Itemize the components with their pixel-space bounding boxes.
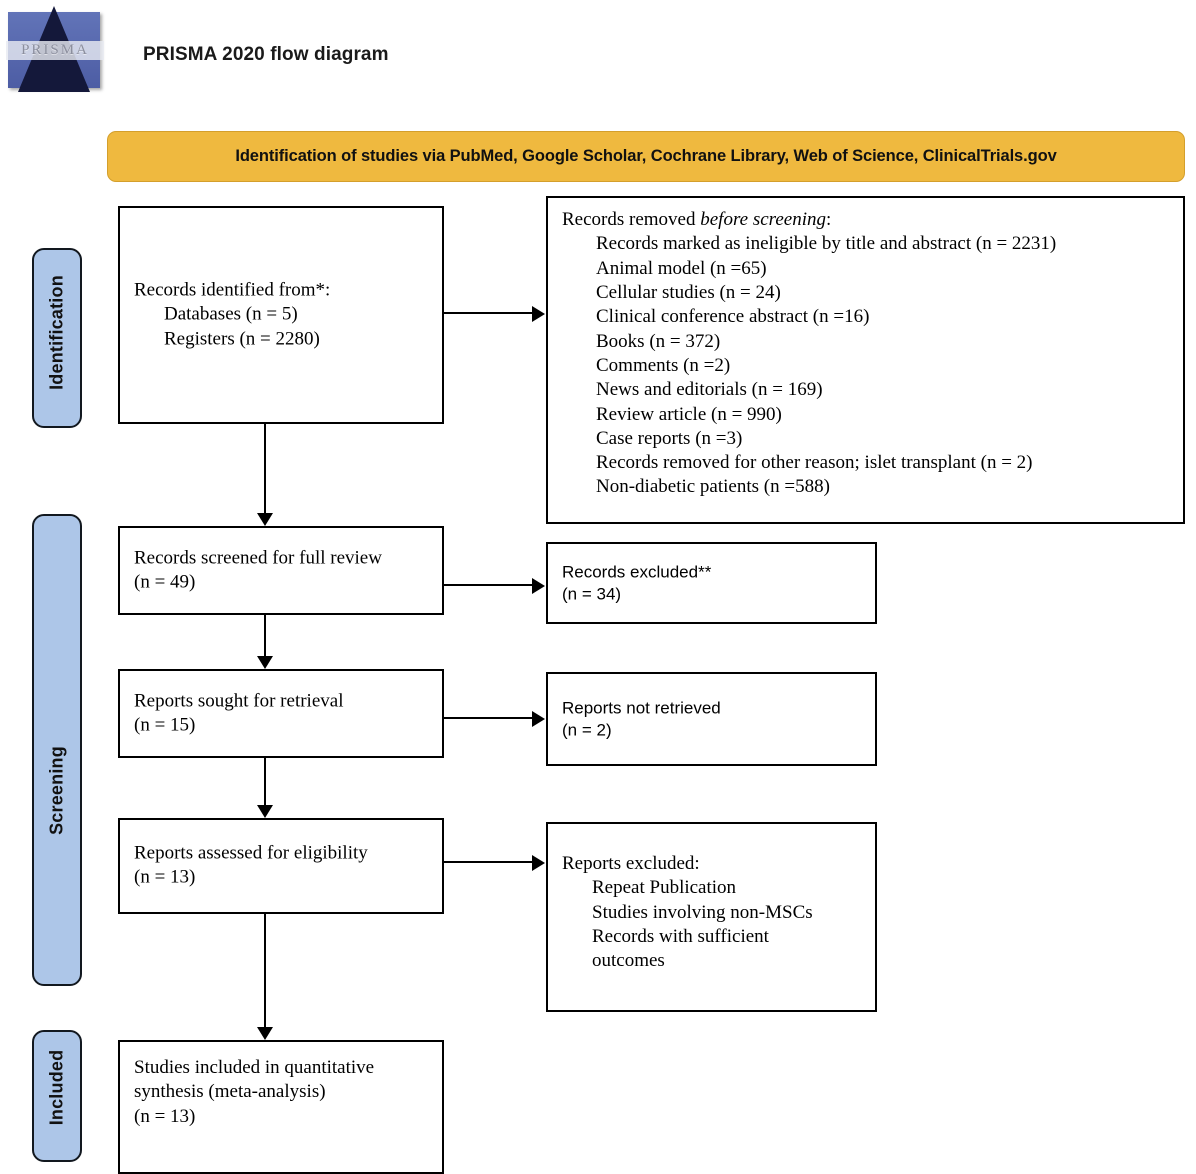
studies-included-line1: Studies included in quantitative: [134, 1057, 375, 1078]
reports-excluded-heading: Reports excluded:: [562, 853, 700, 874]
arrow-down-icon: [257, 656, 273, 669]
records-identified-item: Databases (n = 5): [164, 303, 298, 325]
reports-not-retrieved-line1: Reports not retrieved: [562, 698, 721, 718]
arrow-right-icon: [532, 306, 545, 322]
box-records-screened: Records screened for full review (n = 49…: [118, 526, 444, 615]
arrow-right-icon: [532, 855, 545, 871]
studies-included-line3: (n = 13): [134, 1105, 196, 1127]
connector-assessed-to-included: [264, 914, 266, 1027]
records-removed-item: Review article (n = 990): [596, 403, 782, 425]
reports-excluded-item: Records with sufficient: [592, 925, 769, 947]
arrow-down-icon: [257, 1027, 273, 1040]
records-identified-item: Registers (n = 2280): [164, 328, 320, 350]
box-records-excluded: Records excluded** (n = 34): [546, 542, 877, 624]
page-title: PRISMA 2020 flow diagram: [143, 44, 389, 65]
connector-sought-to-assessed: [264, 758, 266, 805]
records-excluded-line1: Records excluded**: [562, 562, 712, 582]
records-removed-heading: Records removed before screening:: [562, 209, 831, 230]
stage-pill-identification-label: Identification: [46, 275, 67, 390]
records-removed-item: Cellular studies (n = 24): [596, 281, 781, 303]
reports-not-retrieved-line2: (n = 2): [562, 720, 612, 739]
identification-banner: Identification of studies via PubMed, Go…: [107, 131, 1185, 182]
records-removed-item: News and editorials (n = 169): [596, 379, 823, 401]
arrow-down-icon: [257, 513, 273, 526]
records-removed-item: Books (n = 372): [596, 330, 721, 352]
stage-pill-included-label: Included: [46, 1049, 67, 1126]
records-screened-line2: (n = 49): [134, 571, 196, 593]
connector-identified-to-removed: [444, 312, 534, 314]
records-removed-item: Comments (n =2): [596, 354, 731, 376]
records-removed-heading-italic: before screening: [700, 209, 826, 230]
box-reports-assessed-for-eligibility: Reports assessed for eligibility (n = 13…: [118, 818, 444, 914]
reports-assessed-line1: Reports assessed for eligibility: [134, 842, 368, 864]
connector-sought-to-notretrieved: [444, 717, 534, 719]
connector-screened-to-sought: [264, 615, 266, 656]
connector-screened-to-excluded: [444, 584, 534, 586]
reports-excluded-item: Studies involving non-MSCs: [592, 901, 813, 923]
records-removed-item: Clinical conference abstract (n =16): [596, 306, 870, 328]
connector-identified-to-screened: [264, 424, 266, 513]
records-removed-item: Non-diabetic patients (n =588): [596, 476, 830, 498]
reports-excluded-item: Repeat Publication: [592, 877, 737, 899]
stage-pill-identification: Identification: [32, 248, 82, 428]
records-removed-heading-post: :: [825, 209, 832, 230]
records-excluded-line2: (n = 34): [562, 584, 622, 603]
stage-pill-screening: Screening: [32, 514, 82, 986]
reports-sought-line2: (n = 15): [134, 714, 196, 736]
stage-pill-included: Included: [32, 1030, 82, 1162]
stage-pill-screening-label: Screening: [46, 746, 67, 835]
prisma-logo: PRISMA: [6, 6, 104, 92]
logo-band-shape: [6, 41, 104, 60]
records-removed-item: Records marked as ineligible by title an…: [596, 233, 1057, 255]
box-records-removed-before-screening: Records removed before screening: Record…: [546, 196, 1185, 524]
box-reports-excluded: Reports excluded: Repeat Publication Stu…: [546, 822, 877, 1012]
records-removed-item: Records removed for other reason; islet …: [596, 452, 1033, 474]
box-studies-included: Studies included in quantitative synthes…: [118, 1040, 444, 1174]
reports-sought-line1: Reports sought for retrieval: [134, 690, 344, 712]
records-removed-item: Case reports (n =3): [596, 427, 743, 449]
box-reports-sought-for-retrieval: Reports sought for retrieval (n = 15): [118, 669, 444, 758]
logo-wordmark: PRISMA: [21, 42, 89, 58]
arrow-right-icon: [532, 711, 545, 727]
records-removed-item: Animal model (n =65): [596, 257, 767, 279]
arrow-right-icon: [532, 578, 545, 594]
reports-assessed-line2: (n = 13): [134, 867, 196, 888]
records-screened-line1: Records screened for full review: [134, 547, 382, 569]
box-records-identified: Records identified from*: Databases (n =…: [118, 206, 444, 424]
records-identified-heading: Records identified from*:: [134, 279, 331, 301]
records-removed-heading-pre: Records removed: [562, 209, 701, 230]
studies-included-line2: synthesis (meta-analysis): [134, 1081, 326, 1103]
reports-excluded-item: outcomes: [592, 950, 665, 972]
arrow-down-icon: [257, 805, 273, 818]
box-reports-not-retrieved: Reports not retrieved (n = 2): [546, 672, 877, 766]
identification-banner-label: Identification of studies via PubMed, Go…: [235, 147, 1057, 165]
connector-assessed-to-excluded: [444, 861, 534, 863]
